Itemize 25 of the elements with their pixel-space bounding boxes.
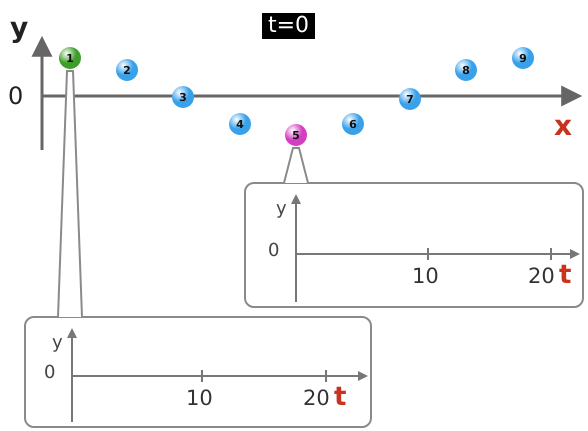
particle-ball: 2	[116, 59, 138, 81]
time-label: t=0	[262, 13, 316, 39]
particle-ball: 6	[342, 113, 364, 135]
particle-ball: 3	[172, 86, 194, 108]
axis-label: y	[52, 334, 63, 352]
tick-label: 20	[303, 388, 330, 409]
particle-ball: 8	[455, 59, 477, 81]
graph-callout	[244, 182, 584, 308]
tick-label: 10	[186, 388, 213, 409]
particle-ball: 1	[59, 47, 81, 69]
tick-label: 0	[44, 364, 56, 382]
particle-ball: 9	[512, 47, 534, 69]
particle-ball: 4	[229, 113, 251, 135]
axis-label: t	[334, 384, 346, 410]
axis-label: 0	[8, 84, 24, 108]
axis-label: t	[559, 262, 572, 288]
particle-ball: 5	[285, 124, 307, 146]
axis-label: y	[10, 14, 28, 42]
tick-label: 20	[528, 266, 555, 287]
axis-label: y	[276, 200, 287, 218]
particle-ball: 7	[399, 88, 421, 110]
tick-label: 0	[268, 242, 280, 260]
graph-callout	[24, 316, 372, 428]
tick-label: 10	[412, 266, 439, 287]
axis-label: x	[554, 112, 572, 140]
